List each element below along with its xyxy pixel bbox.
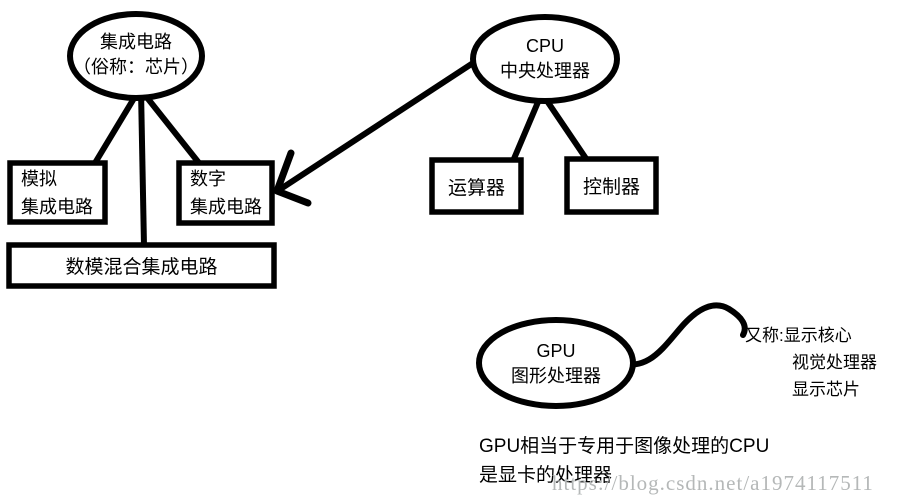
controller-box [564, 156, 659, 215]
watermark-url: https://blog.csdn.net/a1974117511 [552, 471, 874, 495]
cpu-label-line1: CPU [525, 36, 564, 56]
edge-gpu-alias-squiggle [611, 302, 748, 368]
gpu-label-line2: 图形处理器 [511, 366, 601, 386]
gpu-label-line1: GPU [536, 341, 576, 361]
edge-cpu-digital-arrowhead [273, 149, 312, 207]
gpu-caption-line2: 是显卡的处理器 [479, 465, 613, 486]
digital-box [176, 160, 275, 226]
mixed-label: 数模混合集成电路 [65, 257, 218, 278]
gpu-alias-line1: 又称:显示核心 [745, 326, 852, 345]
alu-box [429, 157, 524, 215]
edge-cpu-digital-shaft [277, 60, 475, 193]
edge-cpu-controller [540, 93, 590, 162]
cpu-label-line2: 中央处理器 [500, 61, 590, 81]
ic-ellipse [67, 11, 205, 101]
ic-label: 集成电路 （俗称：芯片） [69, 30, 203, 80]
ic-label-line1: 集成电路 [100, 32, 172, 52]
edge-cpu-alu [510, 93, 544, 163]
digital-label: 数字 集成电路 [190, 165, 262, 221]
cpu-label: CPU 中央处理器 [473, 34, 617, 84]
edge-ic-digital [138, 88, 202, 165]
analog-label: 模拟 集成电路 [21, 165, 93, 221]
gpu-alias-line2: 视觉处理器 [792, 353, 877, 372]
digital-label-line1: 数字 [190, 169, 226, 189]
gpu-label: GPU 图形处理器 [479, 339, 633, 389]
alu-label: 运算器 [447, 177, 505, 199]
gpu-caption-line1: GPU相当于专用于图像处理的CPU [479, 436, 770, 457]
controller-label: 控制器 [582, 177, 640, 198]
edge-ic-mixed [138, 89, 147, 247]
cpu-ellipse [470, 14, 620, 104]
edge-ic-analog [92, 88, 142, 165]
analog-label-line2: 集成电路 [21, 197, 93, 217]
gpu-alias-note: 又称:显示核心 视觉处理器 显示芯片 [745, 322, 877, 403]
gpu-ellipse [476, 317, 636, 409]
gpu-alias-line3: 显示芯片 [792, 380, 860, 399]
analog-label-line1: 模拟 [21, 169, 57, 189]
analog-box [7, 160, 108, 225]
mixed-box [6, 242, 277, 289]
ic-label-line2: （俗称：芯片） [73, 57, 199, 77]
digital-label-line2: 集成电路 [190, 197, 262, 217]
